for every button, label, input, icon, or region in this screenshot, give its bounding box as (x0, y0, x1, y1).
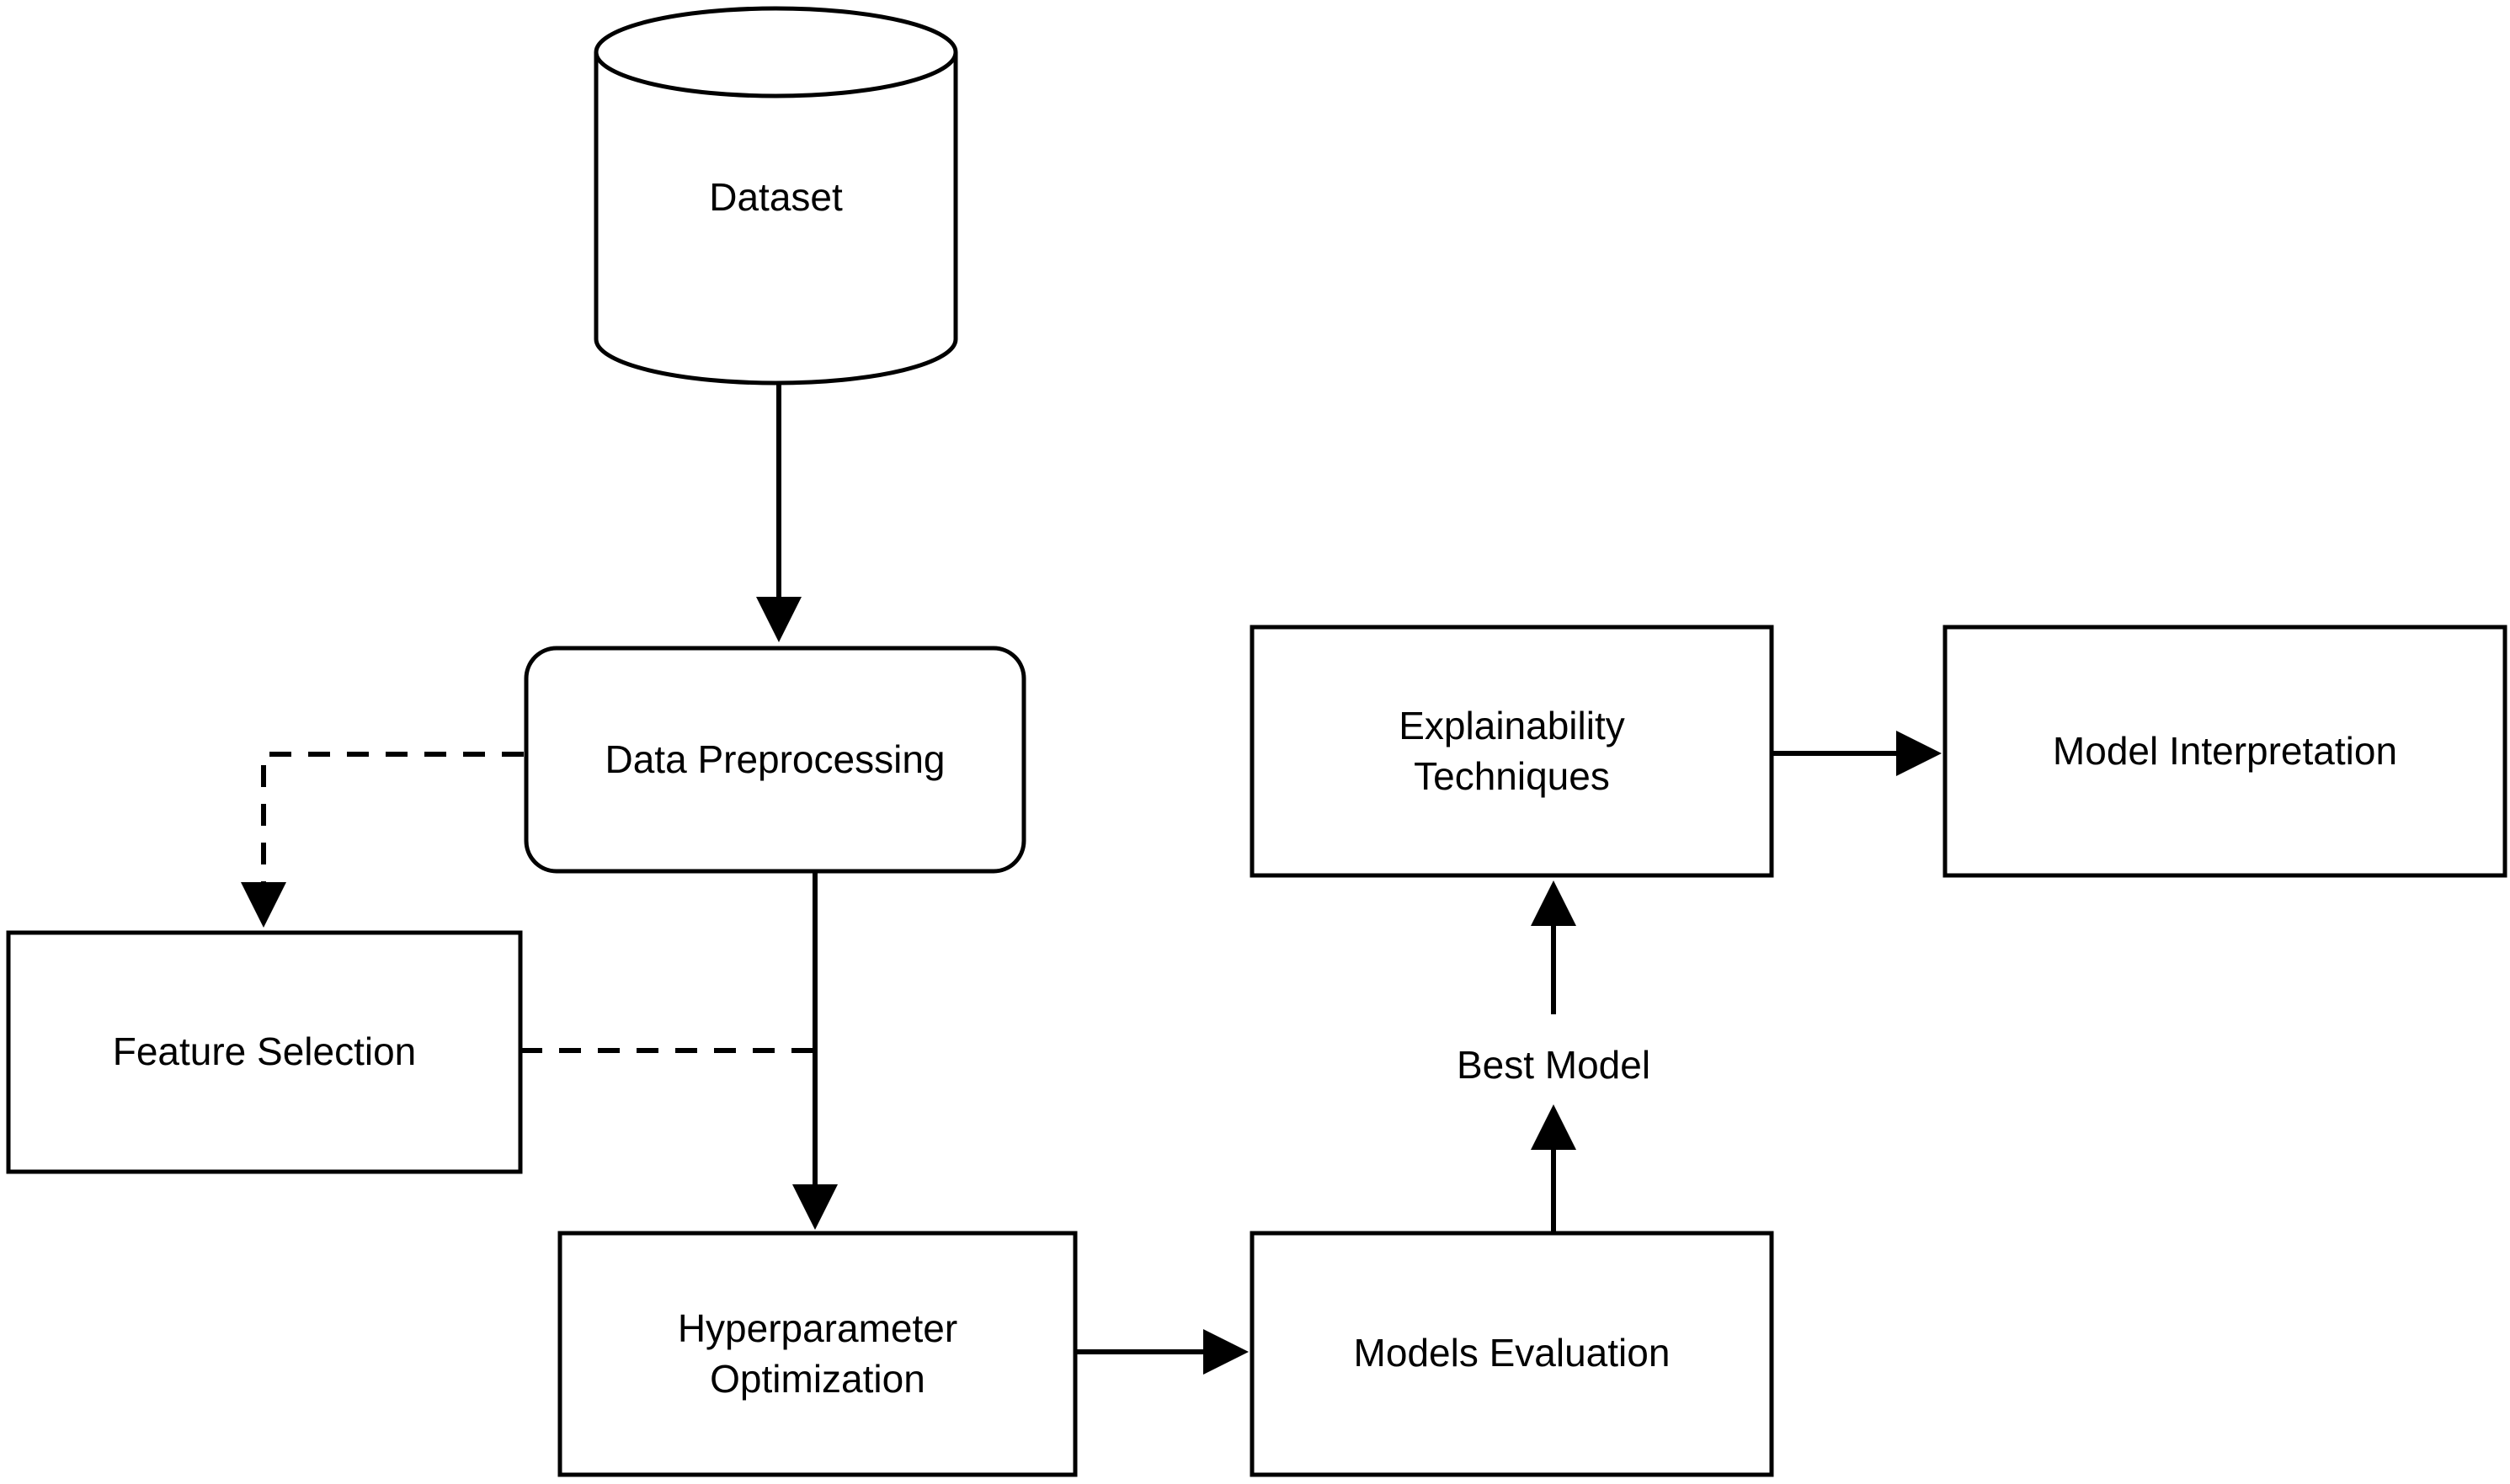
node-shape-data-preprocessing[interactable] (524, 646, 1026, 874)
edge-data-preprocessing-to-feature-selection (241, 752, 524, 928)
node-shape-dataset[interactable] (594, 6, 958, 386)
node-shape-models-evaluation[interactable] (1250, 1231, 1774, 1477)
node-shape-hyperparameter-optimization[interactable] (557, 1231, 1078, 1477)
node-shape-feature-selection[interactable] (6, 930, 523, 1174)
node-shape-model-interpretation[interactable] (1942, 625, 2507, 878)
node-shape-explainability-techniques[interactable] (1250, 625, 1774, 878)
